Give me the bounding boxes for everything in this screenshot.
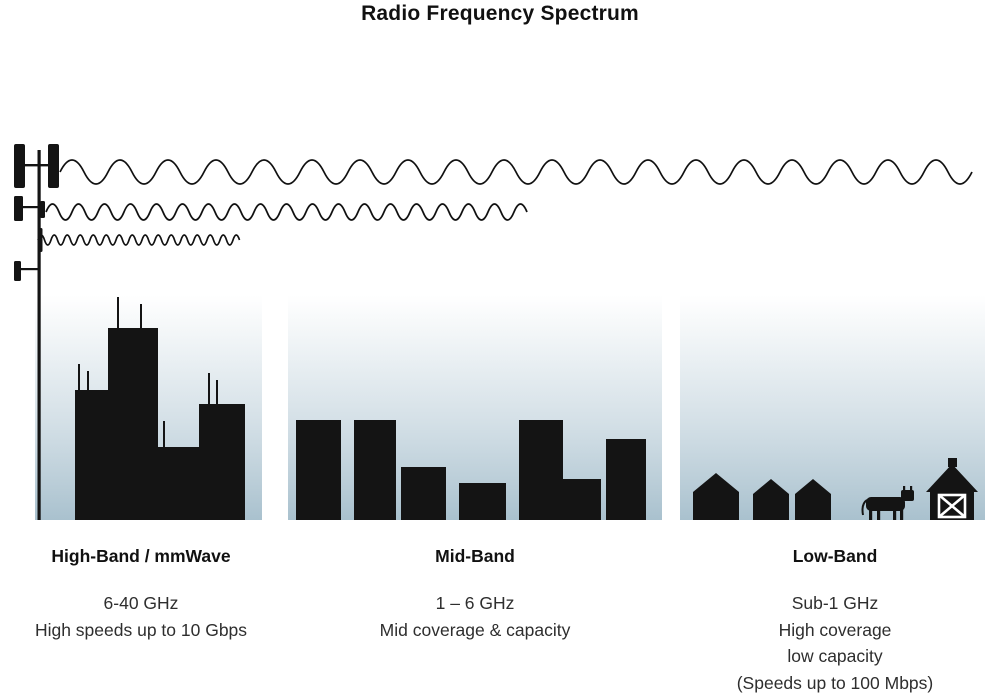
low-band-detail: low capacity xyxy=(787,646,883,666)
mid-band-skyline xyxy=(296,420,646,520)
low-band-name: Low-Band xyxy=(792,546,878,566)
low-band-skyline xyxy=(693,458,978,520)
low-band-panel-background xyxy=(680,295,985,520)
house-icon xyxy=(693,473,739,520)
mid-band-name: Mid-Band xyxy=(435,546,515,566)
house-icon xyxy=(753,479,789,520)
building xyxy=(563,479,601,520)
building xyxy=(459,483,506,520)
building xyxy=(519,420,563,520)
building xyxy=(296,420,341,520)
building xyxy=(158,447,199,520)
building xyxy=(354,420,396,520)
barn-icon xyxy=(926,458,978,520)
low-band-wave-icon xyxy=(59,159,973,185)
high-band-detail: High speeds up to 10 Gbps xyxy=(34,619,248,640)
low-band-label-group: Low-Band Sub-1 GHz High coverage low cap… xyxy=(675,546,995,696)
house-icon xyxy=(795,479,831,520)
building xyxy=(75,390,110,520)
building xyxy=(199,404,245,520)
mid-band-detail: Mid coverage & capacity xyxy=(379,619,571,640)
low-band-detail: (Speeds up to 100 Mbps) xyxy=(736,672,934,693)
mid-band-label-group: Mid-Band 1 – 6 GHz Mid coverage & capaci… xyxy=(325,546,625,643)
cell-tower-icon xyxy=(14,144,59,520)
building xyxy=(606,439,646,520)
mid-band-frequency: 1 – 6 GHz xyxy=(435,593,515,613)
mid-band-wave-icon xyxy=(45,203,528,221)
spectrum-illustration xyxy=(14,144,985,520)
high-band-name: High-Band / mmWave xyxy=(51,546,231,566)
low-band-detail: High coverage xyxy=(778,619,892,640)
building xyxy=(108,328,158,520)
cow-icon xyxy=(861,486,914,520)
low-band-frequency: Sub-1 GHz xyxy=(791,593,879,613)
high-band-label-group: High-Band / mmWave 6-40 GHz High speeds … xyxy=(6,546,276,643)
high-band-skyline xyxy=(75,297,245,520)
building xyxy=(401,467,446,520)
high-band-frequency: 6-40 GHz xyxy=(103,593,179,613)
diagram-title: Radio Frequency Spectrum xyxy=(361,2,639,25)
high-band-wave-icon xyxy=(37,234,241,246)
